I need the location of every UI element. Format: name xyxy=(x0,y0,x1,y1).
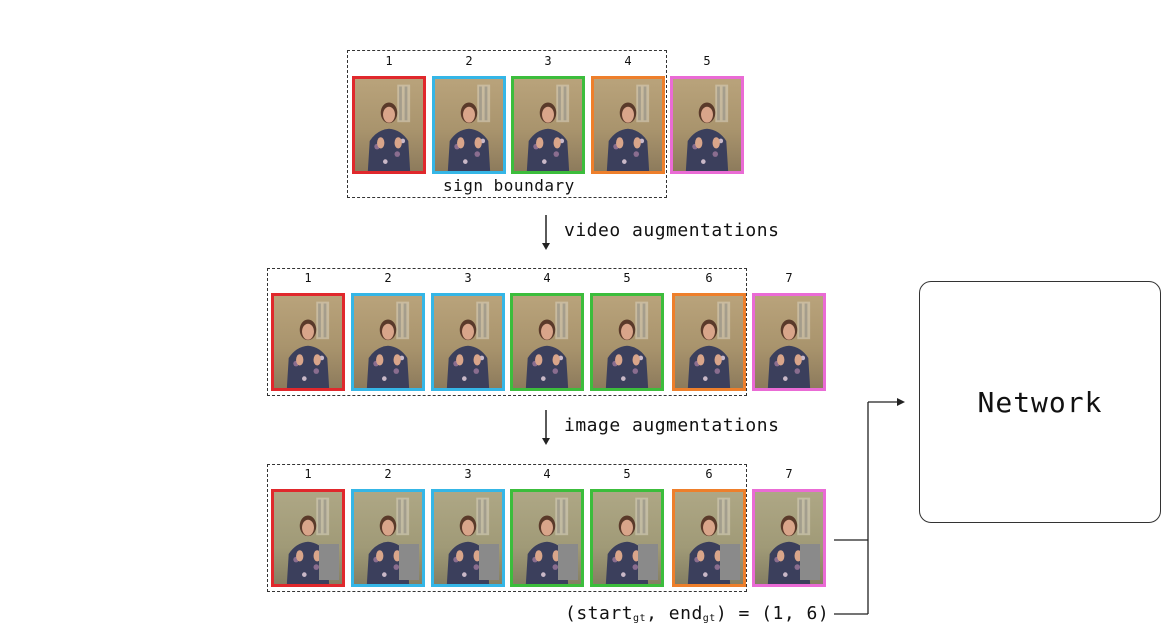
frame-number: 4 xyxy=(543,467,551,481)
frame-number: 5 xyxy=(623,271,631,285)
sign-boundary-box-row3 xyxy=(267,464,747,592)
frame-number: 7 xyxy=(785,271,793,285)
frame-number: 5 xyxy=(623,467,631,481)
frame-number: 4 xyxy=(543,271,551,285)
video-frame xyxy=(271,293,345,391)
occlusion-patch xyxy=(557,543,579,581)
occlusion-patch xyxy=(799,543,821,581)
video-frame xyxy=(351,489,425,587)
video-frame xyxy=(590,489,664,587)
frame-number: 6 xyxy=(705,467,713,481)
frame-number: 7 xyxy=(785,467,793,481)
frame-number: 3 xyxy=(464,271,472,285)
video-frame xyxy=(432,76,506,174)
image-augmentations-label: image augmentations xyxy=(564,415,780,436)
frame-number: 3 xyxy=(464,467,472,481)
video-frame xyxy=(510,293,584,391)
start-subscript: gt xyxy=(633,613,647,624)
video-frame xyxy=(672,293,746,391)
video-frame xyxy=(752,489,826,587)
video-frame xyxy=(431,489,505,587)
frame-number: 2 xyxy=(465,54,473,68)
video-augmentations-label: video augmentations xyxy=(564,220,780,241)
end-subscript: gt xyxy=(702,613,716,624)
video-frame xyxy=(511,76,585,174)
frame-number: 5 xyxy=(703,54,711,68)
video-frame xyxy=(271,489,345,587)
video-frame xyxy=(672,489,746,587)
down-arrow-icon xyxy=(542,410,550,445)
frame-number: 1 xyxy=(385,54,393,68)
occlusion-patch xyxy=(637,543,659,581)
video-frame xyxy=(510,489,584,587)
video-frame xyxy=(351,293,425,391)
ground-truth-value: (1, 6) xyxy=(761,603,830,624)
video-frame xyxy=(591,76,665,174)
frame-number: 2 xyxy=(384,271,392,285)
video-frame xyxy=(431,293,505,391)
video-frame xyxy=(352,76,426,174)
frame-number: 4 xyxy=(624,54,632,68)
end-text: end xyxy=(668,603,703,624)
video-frame xyxy=(670,76,744,174)
down-arrow-icon xyxy=(542,215,550,250)
frame-number: 1 xyxy=(304,467,312,481)
frame-number: 2 xyxy=(384,467,392,481)
video-frame xyxy=(752,293,826,391)
start-text: start xyxy=(576,603,634,624)
network-box: Network xyxy=(919,281,1161,523)
occlusion-patch xyxy=(719,543,741,581)
video-frame xyxy=(590,293,664,391)
sign-boundary-box-row1 xyxy=(347,50,667,198)
sign-boundary-label: sign boundary xyxy=(443,176,575,195)
occlusion-patch xyxy=(398,543,420,581)
network-label: Network xyxy=(977,385,1103,419)
ground-truth-label: (startgt, endgt) = (1, 6) xyxy=(565,603,830,624)
frame-number: 6 xyxy=(705,271,713,285)
frame-number: 3 xyxy=(544,54,552,68)
occlusion-patch xyxy=(478,543,500,581)
occlusion-patch xyxy=(318,543,340,581)
frame-number: 1 xyxy=(304,271,312,285)
sign-boundary-box-row2 xyxy=(267,268,747,396)
